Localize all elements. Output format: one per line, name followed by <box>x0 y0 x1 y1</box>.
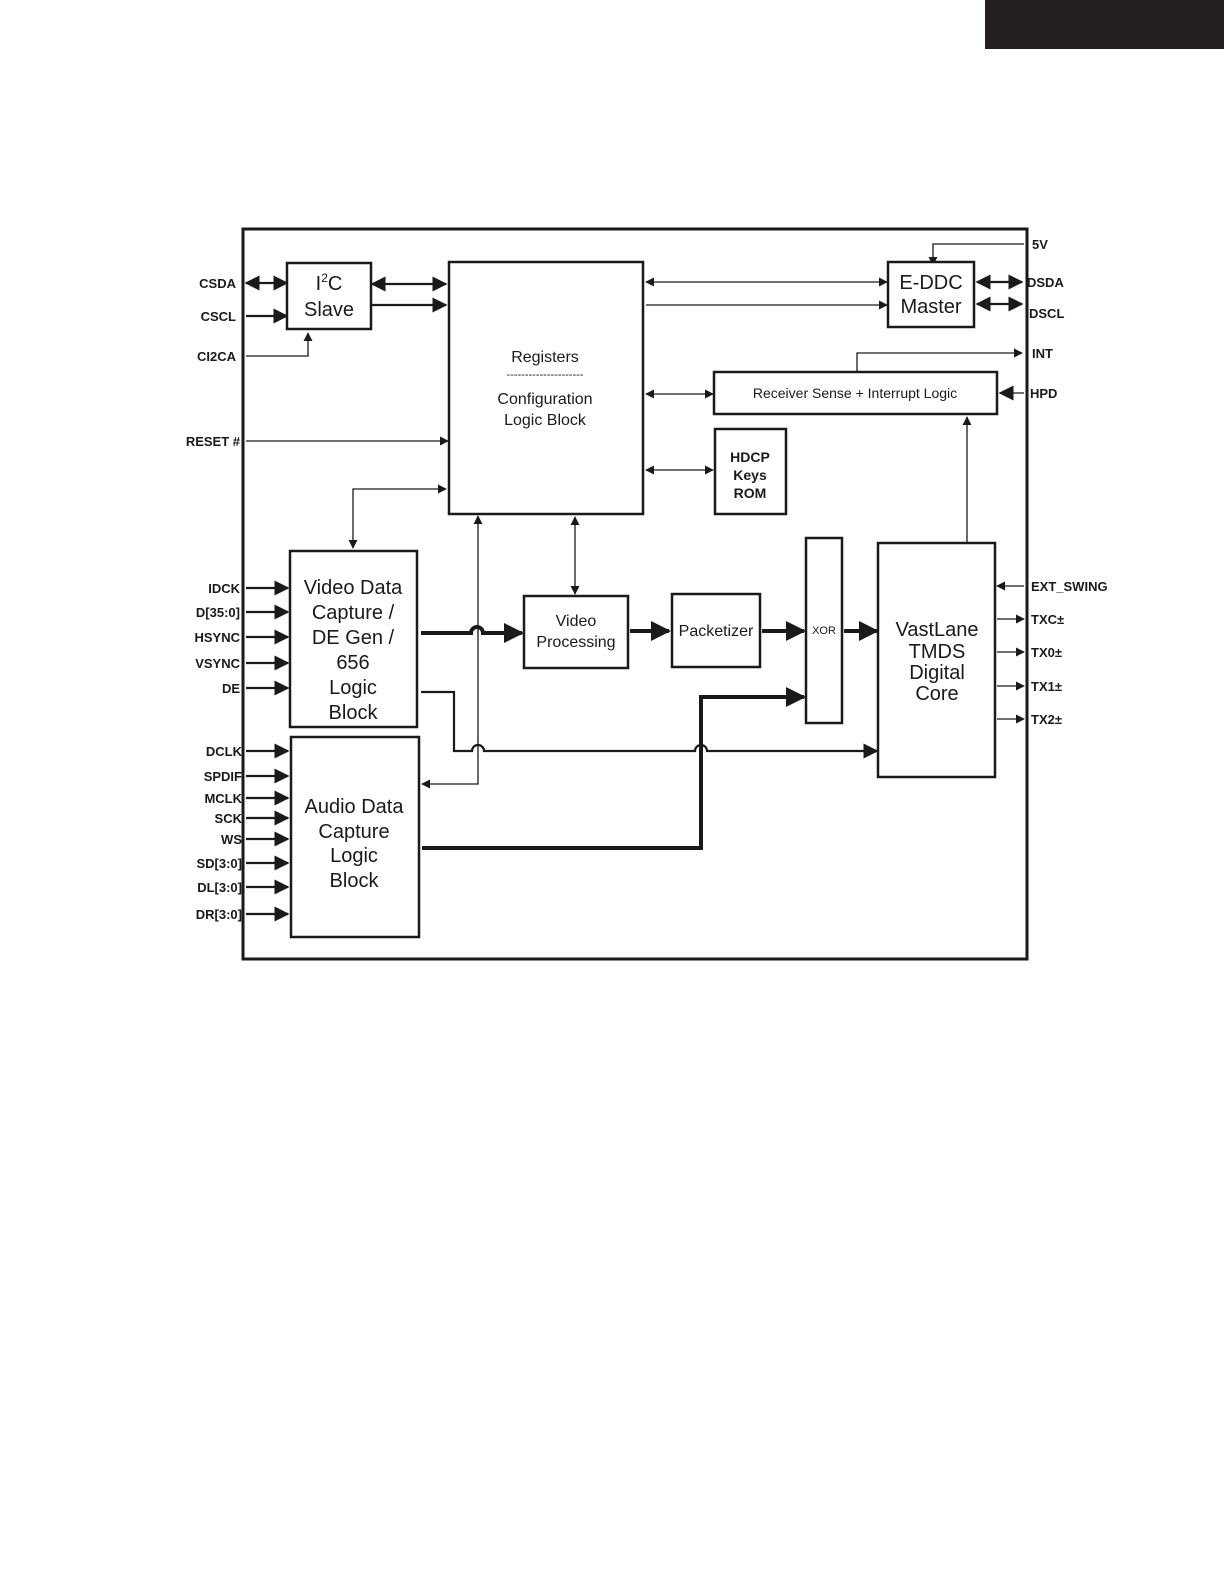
signal-dclk: DCLK <box>206 744 243 759</box>
xor-block: XOR <box>804 536 844 725</box>
signal-dscl: DSCL <box>1029 306 1064 321</box>
core-line1: VastLane <box>895 619 978 641</box>
signal-ext-swing: EXT_SWING <box>1031 579 1108 594</box>
int-link <box>856 348 1023 372</box>
eddc-master-block: E-DDC Master <box>886 260 976 329</box>
video-capture-line5: Logic <box>329 677 377 699</box>
signal-dl: DL[3:0] <box>197 880 242 895</box>
audio-capture-line1: Audio Data <box>305 796 405 818</box>
signal-spdif: SPDIF <box>204 769 242 784</box>
signal-sd: SD[3:0] <box>196 856 242 871</box>
audio-to-xor-bus <box>422 687 806 850</box>
i2c-label-main: I <box>316 273 322 295</box>
i2c-slave-block: I2C Slave <box>285 261 373 331</box>
connections <box>244 243 1025 922</box>
signal-txc: TXC± <box>1031 612 1064 627</box>
signal-idck: IDCK <box>208 581 240 596</box>
video-capture-line3: DE Gen / <box>312 627 395 649</box>
signal-tx1: TX1± <box>1031 679 1062 694</box>
video-capture-line4: 656 <box>336 652 369 674</box>
signal-vsync: VSYNC <box>195 656 240 671</box>
eddc-line1: E-DDC <box>899 272 962 294</box>
signal-dsda: DSDA <box>1027 275 1064 290</box>
core-line4: Core <box>915 683 958 705</box>
audio-data-capture-block: Audio Data Capture Logic Block <box>289 735 421 939</box>
video-processing-line2: Processing <box>536 634 615 651</box>
de-to-core-link <box>421 690 879 759</box>
signal-d: D[35:0] <box>196 605 240 620</box>
audio-capture-line4: Block <box>330 870 380 892</box>
v5-link <box>928 243 1024 266</box>
video-capture-line6: Block <box>329 702 379 724</box>
signal-dr: DR[3:0] <box>196 907 242 922</box>
video-capture-line1: Video Data <box>304 577 403 599</box>
video-processing-block: Video Processing <box>522 594 630 670</box>
signal-ws: WS <box>221 832 242 847</box>
signal-5v: 5V <box>1032 237 1048 252</box>
video-capture-to-processing-bus <box>421 623 524 643</box>
receiver-sense-block: Receiver Sense + Interrupt Logic <box>712 370 999 416</box>
registers-divider: --------------------- <box>507 369 584 381</box>
packetizer-label: Packetizer <box>679 623 754 640</box>
receiver-sense-label: Receiver Sense + Interrupt Logic <box>753 385 957 401</box>
core-line3: Digital <box>909 662 965 684</box>
audio-capture-line2: Capture <box>318 821 389 843</box>
signal-de: DE <box>222 681 240 696</box>
ci2ca-link <box>246 332 313 357</box>
registers-config-line1: Configuration <box>497 391 592 408</box>
hdcp-line3: ROM <box>734 485 767 501</box>
page-corner-tab <box>985 0 1224 49</box>
signal-reset: RESET # <box>186 434 241 449</box>
signal-tx2: TX2± <box>1031 712 1062 727</box>
xor-label: XOR <box>812 625 836 637</box>
i2c-slave-label: Slave <box>304 299 354 321</box>
audio-registers-link <box>421 515 483 789</box>
registers-title: Registers <box>511 349 579 366</box>
signal-int: INT <box>1032 346 1053 361</box>
signal-ci2ca: CI2CA <box>197 349 237 364</box>
hdcp-line2: Keys <box>733 467 767 483</box>
left-signal-labels: CSDA CSCL CI2CA RESET # IDCK D[35:0] HSY… <box>186 276 243 922</box>
svg-text:I2C: I2C <box>316 271 343 295</box>
right-signal-labels: 5V DSDA DSCL INT HPD EXT_SWING TXC± TX0±… <box>1027 237 1108 727</box>
eddc-line2: Master <box>900 296 961 318</box>
signal-sck: SCK <box>215 811 243 826</box>
signal-hsync: HSYNC <box>194 630 240 645</box>
signal-csda: CSDA <box>199 276 236 291</box>
hdcp-line1: HDCP <box>730 449 770 465</box>
video-capture-line2: Capture / <box>312 602 395 624</box>
signal-cscl: CSCL <box>201 309 236 324</box>
registers-block: Registers --------------------- Configur… <box>447 260 645 516</box>
i2c-label-rest: C <box>328 273 342 295</box>
signal-mclk: MCLK <box>204 791 242 806</box>
video-processing-line1: Video <box>556 613 597 630</box>
vastlane-core-block: VastLane TMDS Digital Core <box>876 541 997 779</box>
video-data-capture-block: Video Data Capture / DE Gen / 656 Logic … <box>288 549 419 729</box>
video-capture-registers-link <box>348 484 447 549</box>
hdcp-keys-rom-block: HDCP Keys ROM <box>713 427 788 516</box>
i2c-label-sup: 2 <box>321 271 328 285</box>
core-line2: TMDS <box>909 641 966 663</box>
signal-tx0: TX0± <box>1031 645 1062 660</box>
registers-config-line2: Logic Block <box>504 412 587 429</box>
chip-boundary <box>241 227 1029 961</box>
packetizer-block: Packetizer <box>670 592 762 669</box>
audio-capture-line3: Logic <box>330 845 378 867</box>
signal-hpd: HPD <box>1030 386 1057 401</box>
